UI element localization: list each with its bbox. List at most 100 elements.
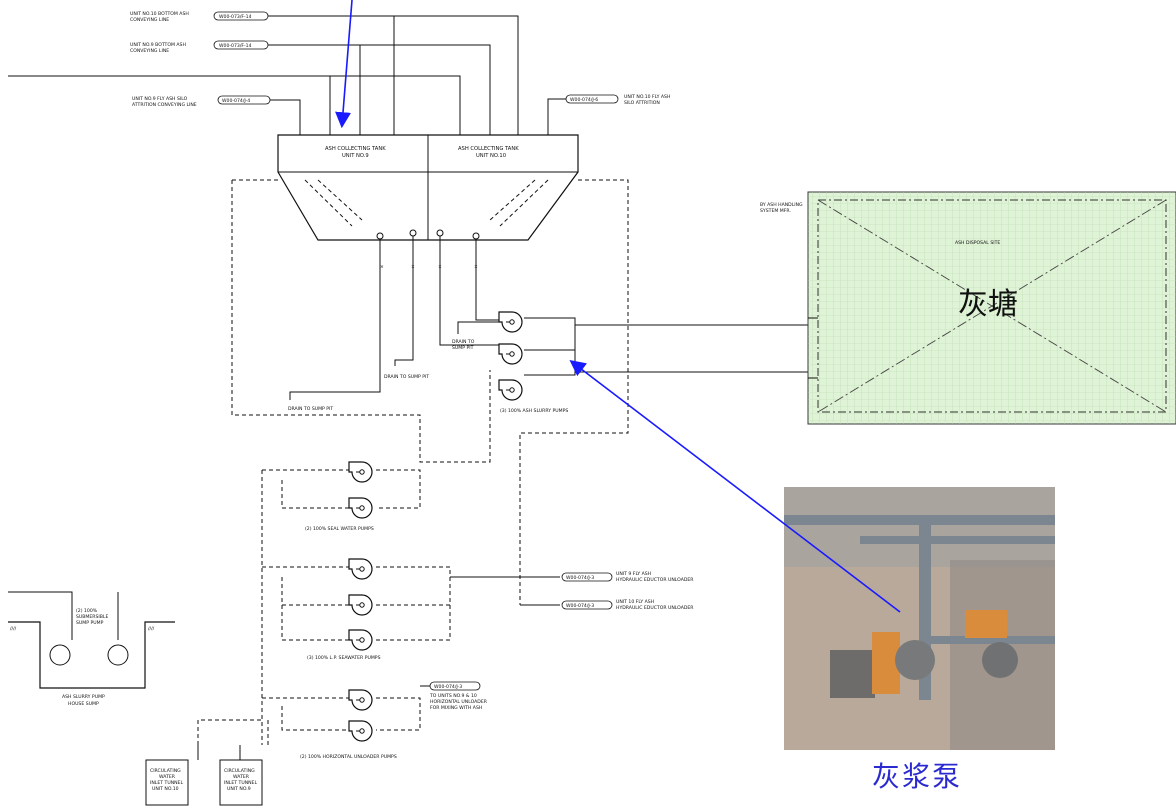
ash-disposal-site: BY ASH HANDLING SYSTEM MFR. ASH DISPOSAL… xyxy=(760,192,1176,424)
tank-unit10-title: ASH COLLECTING TANK xyxy=(458,146,519,152)
drain-3-label: DRAIN TO SUMP PIT xyxy=(288,406,333,412)
valve-mark-2: ⨯ xyxy=(411,265,415,270)
drain-stub-1 xyxy=(458,322,500,334)
tank-outlet-1 xyxy=(377,233,383,239)
tunnel-unit9-line-3: INLET TUNNEL xyxy=(224,780,257,786)
horizontal-unloader-pump-1 xyxy=(349,690,372,710)
unit10-eductor-label-1: UNIT 10 FLY ASH xyxy=(616,599,654,605)
unit9-bottom-ash-pipe xyxy=(268,45,490,135)
seal-water-pump-1 xyxy=(349,462,372,482)
seal-pump-discharge xyxy=(376,470,420,508)
unit9-eductor-label-1: UNIT 9 FLY ASH xyxy=(616,571,651,577)
disposal-note-1: BY ASH HANDLING xyxy=(760,202,803,208)
outlet-pipe-1 xyxy=(290,239,380,400)
photo-caption: 灰浆泵 xyxy=(872,760,962,793)
valve-mark-4: ⨯ xyxy=(474,265,478,270)
outlet-pipe-2 xyxy=(395,236,413,366)
hu-feed-2 xyxy=(282,706,352,730)
lp-discharge xyxy=(376,567,450,640)
sump-pump-right xyxy=(108,645,128,665)
unit9-eductor-tag: W00-074/J-3 xyxy=(566,575,594,581)
lp-seawater-pumps: (3) 100% L.P. SEAWATER PUMPS xyxy=(262,559,560,661)
lp-seawater-pumps-label: (3) 100% L.P. SEAWATER PUMPS xyxy=(307,655,381,661)
unit9-bottom-ash-label-1: UNIT NO.9 BOTTOM ASH xyxy=(130,42,186,48)
tank-unit9-title: ASH COLLECTING TANK xyxy=(325,146,386,152)
lp-seawater-pump-2 xyxy=(349,595,372,615)
ash-slurry-pump-house-sump: //// //// (2) 100% SUBMERSIBLE SUMP PUMP… xyxy=(8,592,175,707)
lp-seawater-pump-3 xyxy=(349,630,372,650)
lp-feed-2 xyxy=(282,577,352,640)
unit9-fly-ash-tag: W00-074/J-4 xyxy=(222,98,250,104)
horizontal-unloader-pumps: W00-074/J-3 TO UNITS NO.9 & 10 HORIZONTA… xyxy=(262,682,488,760)
horizontal-unloader-pump-2 xyxy=(349,721,372,741)
slurry-pump-3 xyxy=(499,380,522,400)
incoming-lines: UNIT NO.10 BOTTOM ASH CONVEYING LINE W00… xyxy=(8,11,670,135)
ash-collecting-tanks: ASH COLLECTING TANK UNIT NO.9 ASH COLLEC… xyxy=(278,135,578,240)
unit10-bottom-ash-label-1: UNIT NO.10 BOTTOM ASH xyxy=(130,11,189,17)
tunnel-unit9-line-1: CIRCULATING xyxy=(224,768,255,774)
slurry-pump-1 xyxy=(499,312,522,332)
hu-discharge xyxy=(376,698,420,730)
seal-pump-feed-2 xyxy=(282,480,352,508)
unit9-bottom-ash-label-2: CONVEYING LINE xyxy=(130,48,169,54)
eductor-tags: W00-074/J-3 UNIT 9 FLY ASH HYDRAULIC EDU… xyxy=(562,571,694,611)
drain-1-label-2: SUMP PIT xyxy=(452,345,474,351)
unit10-fly-ash-pipe xyxy=(548,99,566,135)
tunnel-unit9-line-2: WATER xyxy=(233,774,250,780)
photo-pump-casing xyxy=(895,640,935,680)
hu-tag: W00-074/J-3 xyxy=(434,684,462,690)
hu-label-1: TO UNITS NO.9 & 10 xyxy=(429,693,477,699)
drain-2-label: DRAIN TO SUMP PIT xyxy=(384,374,429,380)
unit10-fly-ash-tag: W00-074/J-6 xyxy=(570,97,598,103)
disposal-site-label: ASH DISPOSAL SITE xyxy=(955,240,1000,246)
tank-internal-dash-left-1 xyxy=(305,180,352,226)
tank-outlet-4 xyxy=(473,233,479,239)
unit10-fly-ash-label-1: UNIT NO.10 FLY ASH xyxy=(624,94,670,100)
outlet-pipe-3 xyxy=(440,236,500,345)
slurry-pump-photo: 灰浆泵 xyxy=(784,487,1055,793)
sump-caption-2: HOUSE SUMP xyxy=(68,701,99,707)
sump-pump-label-2: SUBMERSIBLE xyxy=(76,614,108,620)
unit9-fly-ash-label-1: UNIT NO.9 FLY ASH SILO xyxy=(132,96,188,102)
tunnel-unit9-line-4: UNIT NO.9 xyxy=(227,786,251,792)
seal-water-pumps: (2) 100% SEAL WATER PUMPS xyxy=(262,462,420,745)
tunnel-unit10-line-3: INLET TUNNEL xyxy=(150,780,183,786)
disposal-chinese-label: 灰塘 xyxy=(958,287,1018,322)
circulating-water-tunnels: CIRCULATING WATER INLET TUNNEL UNIT NO.1… xyxy=(146,720,268,805)
slurry-discharge-header xyxy=(524,318,575,375)
unit10-bottom-ash-tag: W00-073/F-14 xyxy=(219,14,252,20)
photo-motor xyxy=(830,650,875,698)
tunnel-unit10-dash xyxy=(198,720,262,745)
callout-arrow-tank xyxy=(342,0,352,125)
drain-1-label-1: DRAIN TO xyxy=(452,339,475,345)
sump-pump-label-1: (2) 100% xyxy=(76,608,98,614)
tunnel-unit10-line-2: WATER xyxy=(159,774,176,780)
unit9-eductor-label-2: HYDRAULIC EDUCTOR UNLOADER xyxy=(616,577,694,583)
long-feed-pipe xyxy=(8,76,460,135)
sump-hatch-right: //// xyxy=(148,626,155,632)
unit10-bottom-ash-label-2: CONVEYING LINE xyxy=(130,17,169,23)
sump-caption-1: ASH SLURRY PUMP xyxy=(62,694,105,700)
sump-hatch-left: //// xyxy=(10,626,17,632)
unit9-fly-ash-pipe xyxy=(270,100,300,135)
unit9-bottom-ash-tag: W00-073/F-14 xyxy=(219,43,252,49)
lp-seawater-pump-1 xyxy=(349,559,372,579)
ash-slurry-pumps: (3) 100% ASH SLURRY PUMPS xyxy=(499,312,812,414)
seal-water-pump-2 xyxy=(349,498,372,518)
seal-water-loop-left xyxy=(232,180,490,462)
valve-mark-1: ⨯ xyxy=(380,265,384,270)
tank-unit10-unit: UNIT NO.10 xyxy=(476,153,506,159)
tank-outlet-2 xyxy=(410,230,416,236)
tunnel-unit10-line-4: UNIT NO.10 xyxy=(152,786,179,792)
photo-second-pump-guard xyxy=(965,610,1007,638)
tank-unit9-unit: UNIT NO.9 xyxy=(342,153,369,159)
tunnel-unit10-line-1: CIRCULATING xyxy=(150,768,181,774)
unit9-fly-ash-label-2: ATTRITION CONVEYING LINE xyxy=(132,102,197,108)
photo-second-pump-casing xyxy=(982,642,1018,678)
outlet-pipe-4 xyxy=(476,239,500,320)
valve-mark-3: ⨯ xyxy=(438,265,442,270)
slurry-pumps-label: (3) 100% ASH SLURRY PUMPS xyxy=(500,408,568,414)
unit10-eductor-label-2: HYDRAULIC EDUCTOR UNLOADER xyxy=(616,605,694,611)
unit10-fly-ash-label-2: SILO ATTRITION xyxy=(624,100,660,106)
